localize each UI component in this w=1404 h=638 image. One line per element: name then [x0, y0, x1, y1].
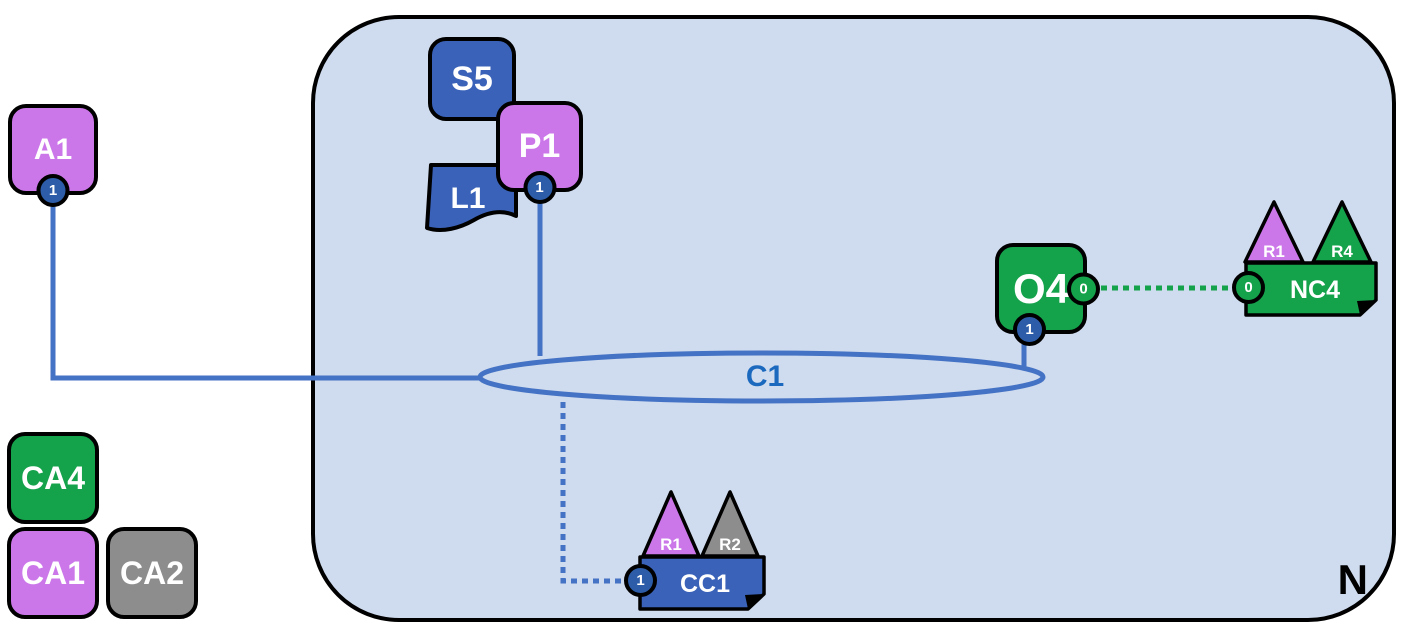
- cc1-folded-corner-icon: [745, 594, 764, 609]
- node-nc4-port-number: 0: [1244, 279, 1253, 296]
- node-ca4-label: CA4: [20, 459, 85, 496]
- node-s5-label: S5: [451, 59, 493, 98]
- node-cc1[interactable]: CC1: [637, 554, 767, 617]
- node-ca1[interactable]: CA1: [7, 527, 99, 619]
- node-nc4-port-badge: 0: [1232, 271, 1265, 304]
- node-nc4-label: NC4: [1290, 276, 1340, 304]
- node-ca2[interactable]: CA2: [106, 527, 198, 619]
- node-p1-port-number: 1: [535, 179, 544, 196]
- node-cc1-port-badge: 1: [624, 564, 657, 597]
- node-p1-label: P1: [518, 127, 561, 165]
- triangle-r2-label: R2: [719, 535, 741, 554]
- node-p1[interactable]: P1 1: [496, 101, 583, 204]
- nc4-folded-corner-icon: [1357, 300, 1376, 315]
- triangle-r4-label: R4: [1331, 242, 1353, 261]
- node-p1-port-badge: 1: [523, 171, 556, 204]
- region-n-label: N: [1337, 556, 1368, 603]
- node-l1-label: L1: [450, 182, 485, 215]
- node-a1-label: A1: [33, 132, 73, 166]
- node-ca2-label: CA2: [119, 554, 184, 591]
- node-cc1-label: CC1: [680, 570, 730, 598]
- bus-c1-label: C1: [745, 360, 785, 393]
- cc1-resource-triangles: R1 R2: [638, 489, 766, 564]
- node-nc4[interactable]: NC4: [1243, 260, 1379, 323]
- triangle-r1-label: R1: [660, 535, 682, 554]
- node-a1-port-number: 1: [48, 182, 58, 199]
- node-ca1-label: CA1: [20, 554, 85, 591]
- node-o4-label: O4: [1012, 264, 1070, 312]
- node-o4-right-port-badge: 0: [1067, 272, 1100, 305]
- triangle-r1-label: R1: [1263, 242, 1285, 261]
- node-o4[interactable]: O4 0 1: [995, 243, 1100, 346]
- node-cc1-port-number: 1: [636, 572, 645, 589]
- node-a1-port-badge: 1: [36, 174, 70, 207]
- node-o4-bottom-port-number: 1: [1025, 321, 1034, 338]
- node-a1[interactable]: A1 1: [8, 104, 98, 207]
- node-o4-right-port-number: 0: [1079, 280, 1088, 297]
- node-o4-bottom-port-badge: 1: [1013, 313, 1046, 346]
- node-ca4[interactable]: CA4: [7, 432, 99, 524]
